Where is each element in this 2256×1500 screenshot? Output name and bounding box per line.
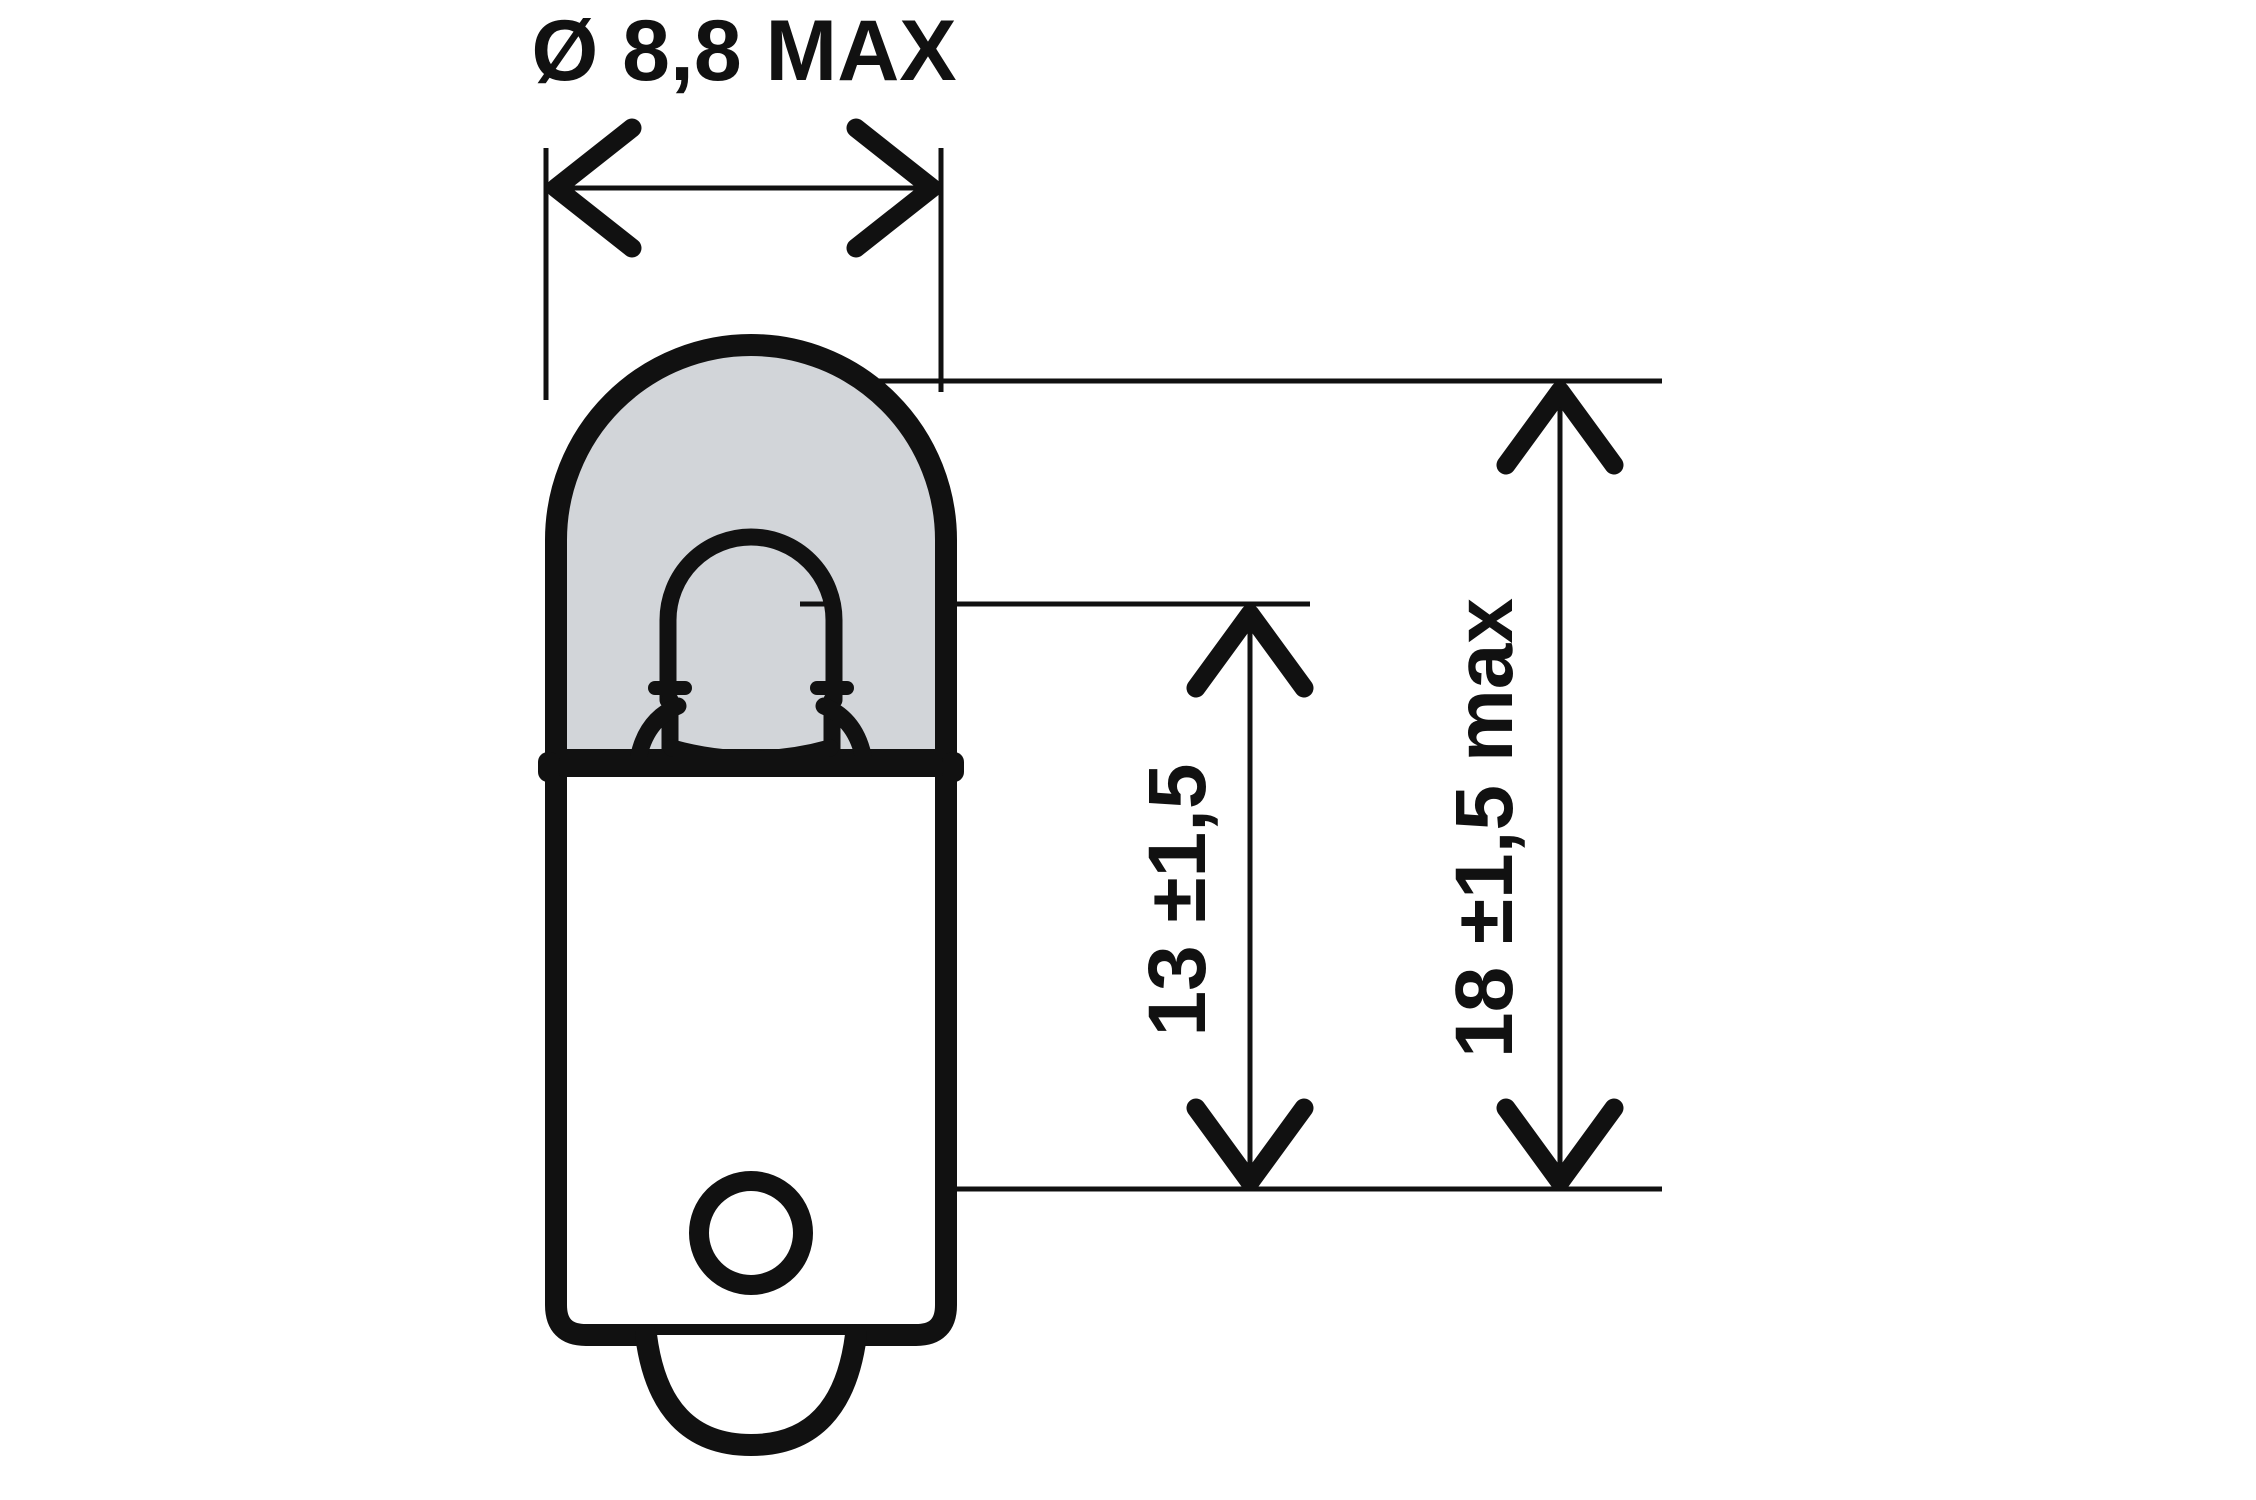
seam-bead-right [942,752,964,782]
filament-assembly [629,528,873,779]
bayonet-pin [689,1171,813,1295]
arrowhead-inner-height-bottom [1186,1098,1314,1192]
glass-envelope [545,334,957,771]
diameter-dimension-label: Ø 8,8 MAX [531,3,956,99]
filament-arch [659,528,843,709]
arrowhead-overall-height-bottom [1496,1098,1624,1192]
arrowhead-overall-height-top [1496,381,1624,475]
arrowhead-inner-height-top [1186,604,1314,698]
dimension-line-shafts [556,185,1563,1182]
seam-band [546,757,956,777]
seam-bead-left [538,752,560,782]
glass-base-seam [538,752,964,782]
solder-contact-tip [635,1324,867,1456]
inner-height-dimension-label: 13 ±1,5 [1132,764,1223,1037]
overall-height-dimension-label: 18 ±1,5 max [1439,598,1530,1058]
arrowhead-diameter-left [546,118,642,258]
stem-skirt-right [815,697,873,769]
dimension-arrowheads [546,118,1624,1192]
stem-skirt-left [629,697,687,769]
arrowhead-diameter-right [846,118,942,258]
